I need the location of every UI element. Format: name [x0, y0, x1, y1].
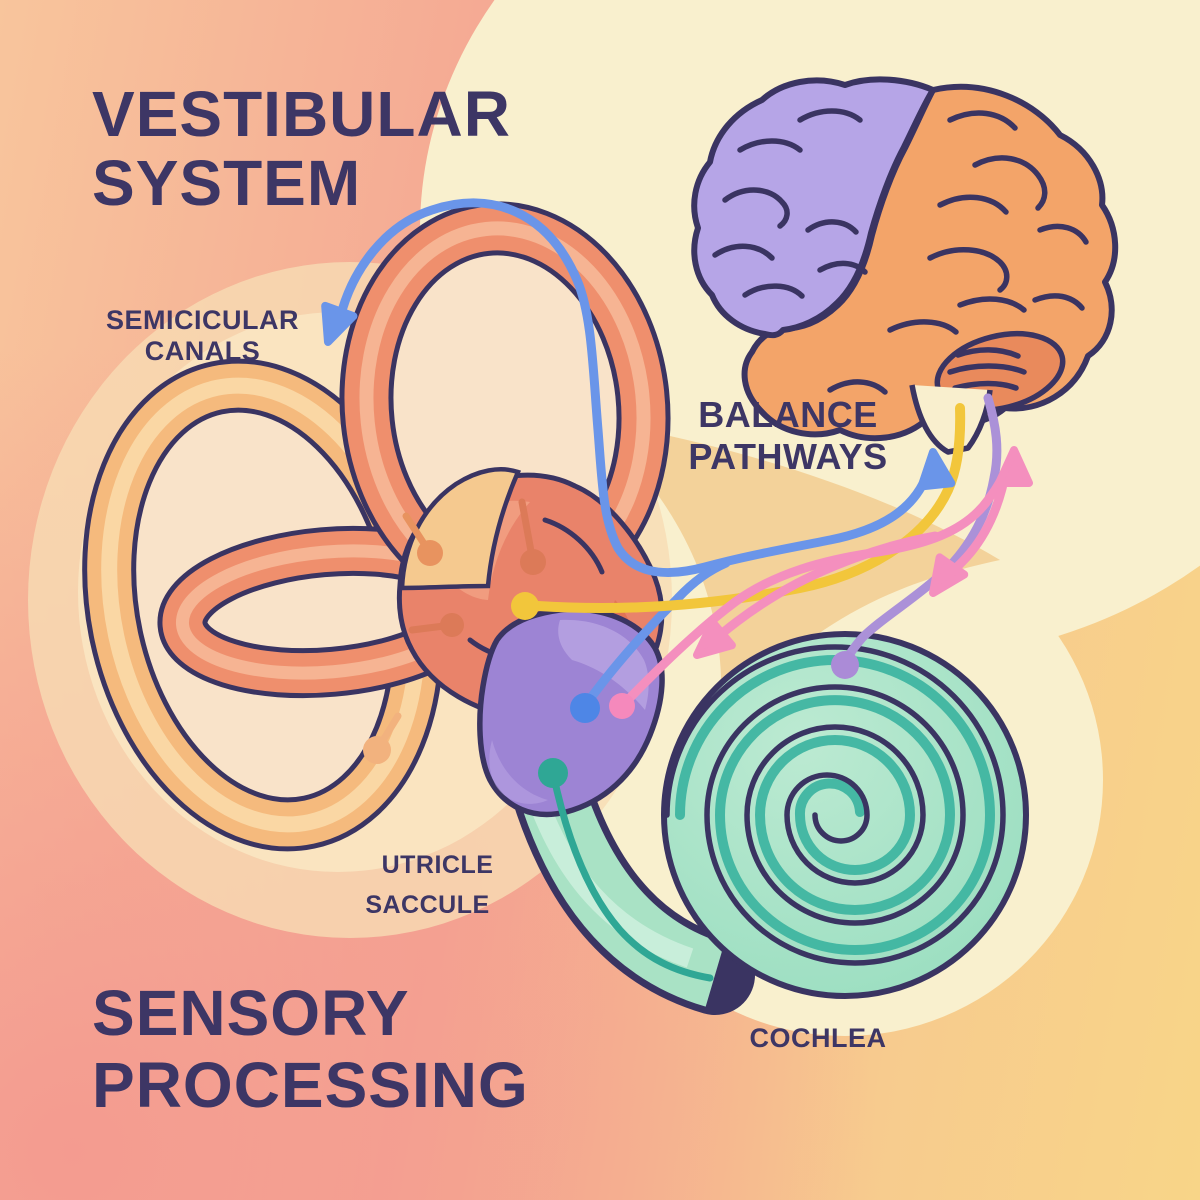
cochlea-spiral: [661, 631, 1029, 999]
teal-nerve-line: [549, 769, 714, 982]
subtitle-line-2: PROCESSING: [92, 1049, 529, 1121]
title-line-2: SYSTEM: [92, 147, 362, 219]
blue-pathway-brain-to-canals: [335, 198, 933, 578]
brain-illustration: [691, 76, 1119, 455]
yellow-dot: [511, 592, 539, 620]
canal-loop-posterior: [82, 358, 444, 852]
yellow-pathway-vestibular-nerve: [533, 403, 966, 613]
brainstem: [909, 384, 993, 455]
page-subtitle: SENSORY PROCESSING: [92, 977, 529, 1121]
ampulla-dots: [363, 498, 546, 764]
nerve-dots: [511, 592, 859, 788]
page-title: VESTIBULAR SYSTEM: [92, 80, 511, 218]
label-balance-pathways: BALANCE PATHWAYS: [688, 394, 888, 477]
pink-pathway-descending: [701, 531, 940, 653]
blue-dot: [570, 693, 600, 723]
title-line-1: VESTIBULAR: [92, 78, 511, 150]
pink-dot: [609, 693, 635, 719]
subtitle-line-1: SENSORY: [92, 977, 410, 1049]
purple-dot: [831, 651, 859, 679]
label-utricle: UTRICLE: [381, 851, 494, 879]
brain-gyri: [712, 108, 1089, 395]
balance-pathway-lines: [314, 198, 1029, 982]
label-semicircular-canals: SEMICICULAR CANALS: [106, 305, 299, 366]
label-cochlea: COCHLEA: [749, 1023, 887, 1053]
teal-dot: [538, 758, 568, 788]
label-saccule: SACCULE: [365, 891, 490, 919]
